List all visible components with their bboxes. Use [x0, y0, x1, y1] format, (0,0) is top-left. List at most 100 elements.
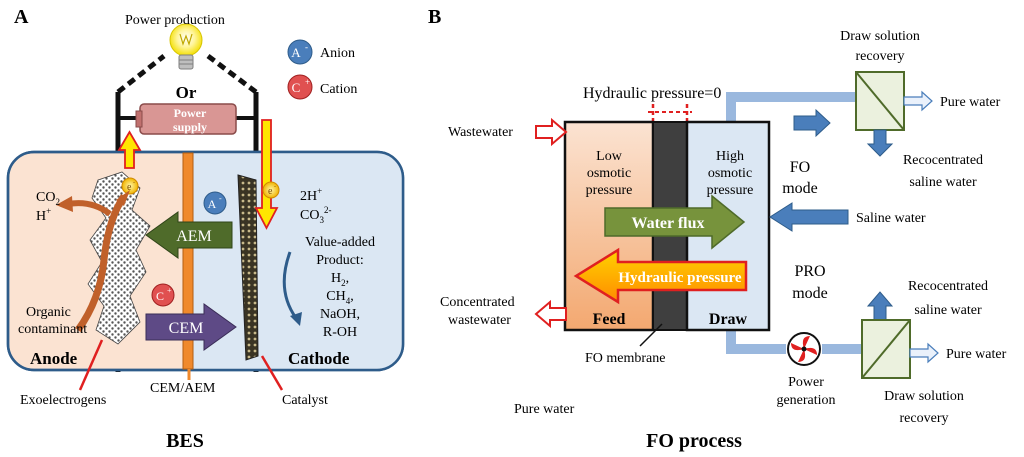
- cathode-reduction-arrow: [282, 251, 298, 319]
- anode-label: Anode: [30, 349, 78, 368]
- low-osmotic-label-2: osmotic: [587, 166, 631, 181]
- svg-text:-: -: [219, 194, 222, 203]
- panel-a-letter: A: [14, 6, 29, 28]
- feed-label: Feed: [593, 311, 626, 328]
- catalyst-label: Catalyst: [282, 393, 328, 408]
- cation-legend-label: Cation: [320, 82, 357, 97]
- circuit-dashed-left: [116, 54, 166, 94]
- catalyst-pointer: [260, 355, 284, 391]
- organic-contaminant-label-1: Organic: [26, 305, 71, 320]
- cem-aem-label: CEM/AEM: [150, 381, 216, 396]
- pure-water-top-arrow: [903, 90, 933, 112]
- hydraulic-pressure-arrow: [573, 247, 748, 305]
- high-osmotic-label-1: High: [716, 149, 744, 164]
- panel-b-letter: B: [428, 6, 441, 28]
- recovery-unit-bottom: [861, 319, 911, 379]
- pure-water-bot-label: Pure water: [946, 347, 1007, 362]
- recovery-unit-top: [855, 71, 905, 131]
- draw-recovery-bot-label-1: Draw solution: [884, 389, 964, 404]
- concentrated-label-1: Concentrated: [440, 295, 515, 310]
- high-osmotic-label-2: osmotic: [708, 166, 752, 181]
- svg-text:-: -: [133, 180, 135, 186]
- cation-legend-symbol: C: [292, 80, 301, 95]
- electron-icon-anode: [121, 177, 139, 195]
- value-added-label-2: Product:: [316, 253, 363, 268]
- anion-legend-symbol: A: [291, 45, 301, 60]
- low-osmotic-label-3: pressure: [586, 183, 633, 198]
- fo-membrane-pointer: [639, 323, 663, 347]
- anion-icon: [203, 191, 227, 215]
- electron-icon-cathode: [262, 181, 280, 199]
- wastewater-in-arrow: [535, 117, 568, 147]
- pro-mode-label-1: PRO: [794, 263, 825, 280]
- low-osmotic-label-1: Low: [596, 149, 623, 164]
- svg-text:+: +: [167, 286, 172, 295]
- fo-mode-label-2: mode: [782, 180, 818, 197]
- cem-label: CEM: [169, 320, 204, 337]
- aem-arrow: [145, 211, 233, 259]
- hydraulic-pressure-label: Hydraulic pressure: [618, 270, 742, 286]
- reconcentrated-top-label-1: Recocentrated: [903, 153, 983, 168]
- anion-legend-icon: [287, 39, 313, 65]
- pure-water-bot-arrow: [909, 342, 939, 364]
- organic-contaminant-label-2: contaminant: [18, 322, 87, 337]
- draw-pipes: [726, 92, 862, 354]
- pure-water-stray-label: Pure water: [514, 402, 575, 417]
- svg-text:2H+: 2H+: [300, 186, 322, 204]
- svg-text:H+: H+: [36, 206, 51, 224]
- reconcentrated-top-label-2: saline water: [909, 175, 977, 190]
- draw-recovery-top-label-1: Draw solution: [840, 29, 920, 44]
- exoelectrogens-biofilm: [87, 171, 151, 345]
- reconcentrated-bot-arrow: [866, 291, 894, 321]
- fo-process-title: FO process: [646, 430, 742, 452]
- draw-to-recovery-arrow: [793, 108, 831, 138]
- cathode-label: Cathode: [288, 349, 350, 368]
- draw-label: Draw: [709, 311, 748, 328]
- co2-label: CO: [36, 190, 55, 205]
- organic-oxidation-arrow: [75, 194, 127, 333]
- reconcentrated-top-arrow: [866, 129, 894, 157]
- product-ch4: CH: [326, 289, 345, 304]
- electron-down-arrow: [254, 119, 279, 230]
- high-osmotic-label-3: pressure: [707, 183, 754, 198]
- reconcentrated-bot-label-2: saline water: [914, 303, 982, 318]
- draw-recovery-top-label-2: recovery: [856, 49, 905, 64]
- power-supply-label-1: Power: [174, 106, 207, 120]
- value-added-label-1: Value-added: [305, 235, 375, 250]
- svg-text:e: e: [268, 186, 273, 197]
- svg-text:C: C: [156, 289, 164, 303]
- power-production-label: Power production: [125, 13, 225, 28]
- svg-text:H2,: H2,: [331, 271, 349, 288]
- power-supply-icon: [135, 103, 237, 135]
- cation-legend-sign: +: [305, 77, 310, 87]
- svg-text:-: -: [274, 184, 276, 190]
- water-flux-arrow: [604, 194, 746, 250]
- pure-water-top-label: Pure water: [940, 95, 1001, 110]
- svg-text:e: e: [127, 182, 132, 193]
- svg-text:CO32-: CO32-: [300, 205, 331, 225]
- fo-membrane-label: FO membrane: [585, 351, 665, 366]
- bes-title: BES: [166, 430, 204, 452]
- pro-mode-label-2: mode: [792, 285, 828, 302]
- turbine-icon: [787, 332, 821, 366]
- exoelectrogens-label: Exoelectrogens: [20, 393, 106, 408]
- svg-text:CO2: CO2: [36, 190, 60, 207]
- circuit-dashed-right: [206, 54, 258, 94]
- co3-label: CO: [300, 208, 319, 223]
- saline-water-label: Saline water: [856, 211, 926, 226]
- reconcentrated-bot-label-1: Recocentrated: [908, 279, 988, 294]
- power-generation-label-1: Power: [788, 375, 824, 390]
- h-plus-label: H: [36, 209, 46, 224]
- concentrated-out-arrow: [534, 299, 567, 329]
- product-naoh: NaOH,: [320, 307, 360, 322]
- power-generation-label-2: generation: [776, 393, 835, 408]
- electron-up-arrow: [117, 130, 142, 169]
- aem-label: AEM: [176, 228, 212, 245]
- exoelectrogens-pointer: [78, 339, 104, 391]
- catalyst-layer: [237, 174, 259, 361]
- power-supply-label-2: supply: [173, 120, 207, 134]
- water-flux-label: Water flux: [631, 215, 704, 232]
- fo-mode-label-1: FO: [790, 159, 810, 176]
- saline-water-arrow: [769, 202, 849, 232]
- draw-recovery-bot-label-2: recovery: [900, 411, 949, 426]
